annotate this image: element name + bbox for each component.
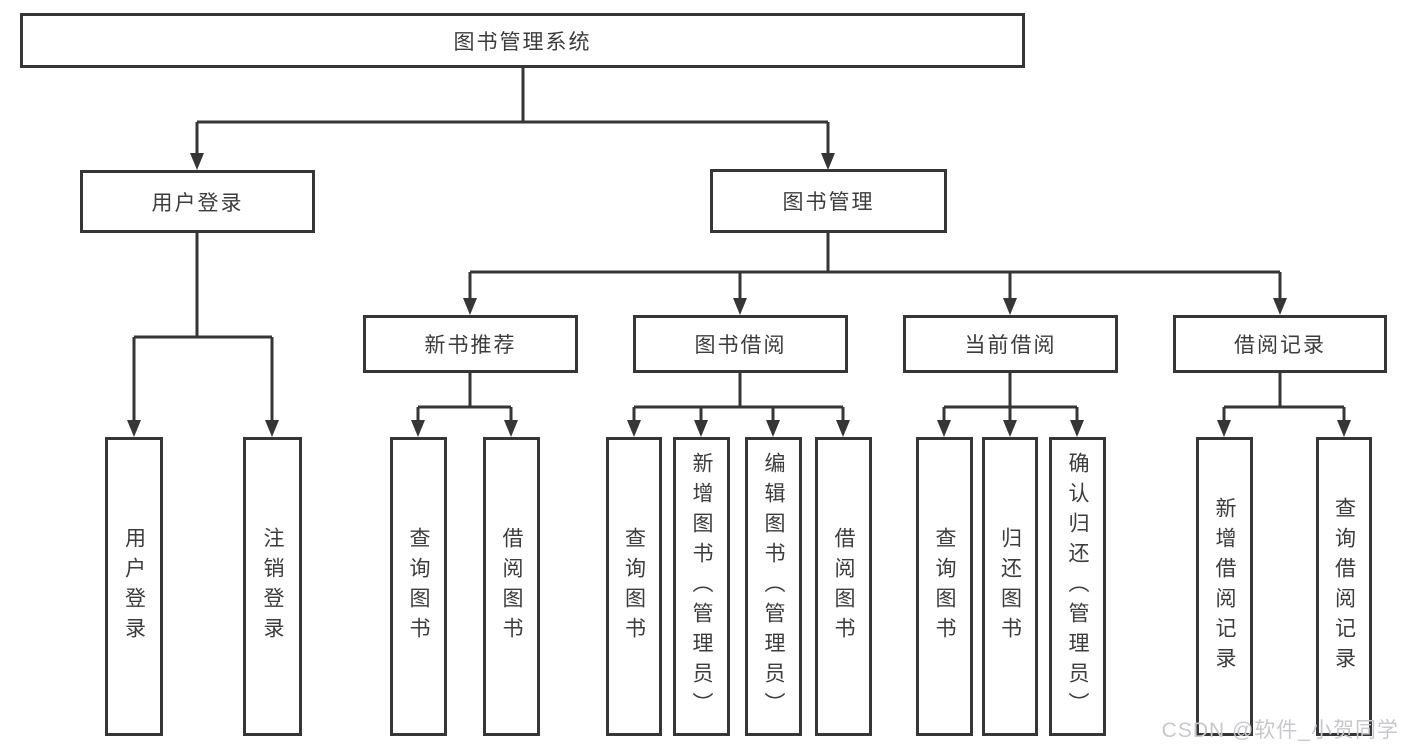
leaf-current-confirm-return-admin: 确认归还（管理员） <box>1049 437 1106 736</box>
leaf-borrow-edit-books-admin-label: 编辑图书（管理员） <box>762 451 785 722</box>
node-book-management: 图书管理 <box>710 169 947 233</box>
node-current-borrow: 当前借阅 <box>903 315 1118 373</box>
leaf-current-confirm-return-admin-label: 确认归还（管理员） <box>1066 451 1089 722</box>
leaf-logout: 注销登录 <box>243 437 302 736</box>
csdn-watermark: CSDN @软件_小贺同学 <box>1161 719 1399 742</box>
leaf-logout-label: 注销登录 <box>261 526 284 647</box>
node-borrow-records: 借阅记录 <box>1173 315 1387 373</box>
leaf-borrow-edit-books-admin: 编辑图书（管理员） <box>745 437 802 736</box>
node-new-book-recommend: 新书推荐 <box>363 315 578 373</box>
node-borrow-records-label: 借阅记录 <box>1234 334 1326 357</box>
leaf-current-query-books: 查询图书 <box>916 437 973 736</box>
leaf-borrow-query-books: 查询图书 <box>606 437 662 736</box>
leaf-borrow-borrow-books: 借阅图书 <box>815 437 872 736</box>
leaf-recommend-borrow-books-label: 借阅图书 <box>500 526 523 647</box>
node-book-borrow-label: 图书借阅 <box>694 334 787 357</box>
leaf-user-login: 用户登录 <box>105 437 163 736</box>
node-root: 图书管理系统 <box>20 13 1025 68</box>
leaf-recommend-borrow-books: 借阅图书 <box>483 437 540 736</box>
leaf-recommend-query-books: 查询图书 <box>390 437 447 736</box>
node-current-borrow-label: 当前借阅 <box>964 334 1057 357</box>
leaf-records-query-record: 查询借阅记录 <box>1316 437 1372 736</box>
node-book-borrow: 图书借阅 <box>633 315 848 373</box>
node-root-label: 图书管理系统 <box>453 30 592 54</box>
node-user-login: 用户登录 <box>80 170 315 233</box>
leaf-borrow-borrow-books-label: 借阅图书 <box>832 526 855 647</box>
leaf-recommend-query-books-label: 查询图书 <box>407 526 430 647</box>
leaf-borrow-add-books-admin-label: 新增图书（管理员） <box>690 451 713 722</box>
leaf-user-login-label: 用户登录 <box>122 526 146 647</box>
node-new-book-recommend-label: 新书推荐 <box>424 334 517 357</box>
node-book-management-label: 图书管理 <box>782 191 875 214</box>
leaf-borrow-add-books-admin: 新增图书（管理员） <box>673 437 730 736</box>
leaf-records-query-record-label: 查询借阅记录 <box>1332 496 1356 677</box>
leaf-current-return-books: 归还图书 <box>982 437 1038 736</box>
leaf-records-add-record: 新增借阅记录 <box>1196 437 1253 736</box>
leaf-borrow-query-books-label: 查询图书 <box>622 526 646 647</box>
node-user-login-label: 用户登录 <box>151 191 244 215</box>
leaf-current-return-books-label: 归还图书 <box>998 526 1022 647</box>
leaf-current-query-books-label: 查询图书 <box>933 526 956 647</box>
leaf-records-add-record-label: 新增借阅记录 <box>1213 496 1236 677</box>
